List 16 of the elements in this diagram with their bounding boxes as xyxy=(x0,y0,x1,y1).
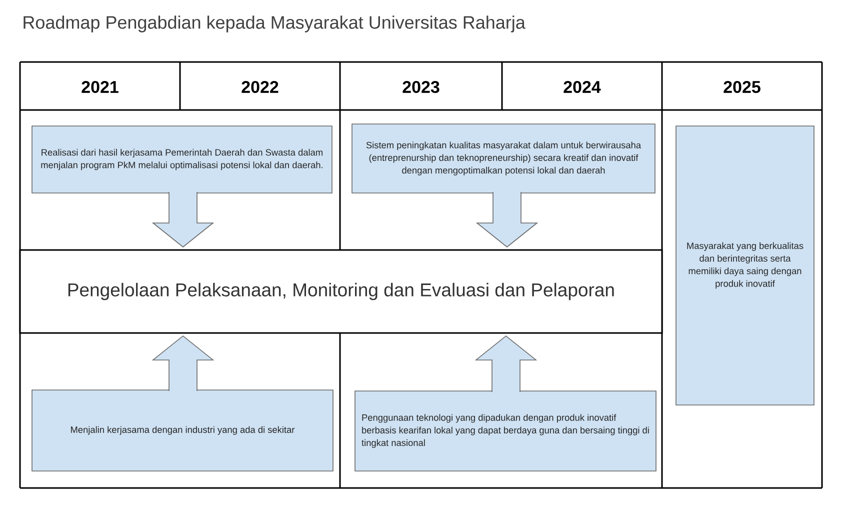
block-arrow xyxy=(474,335,538,392)
process-band: Pengelolaan Pelaksanaan, Monitoring dan Evaluasi dan Pelaporan xyxy=(19,249,663,334)
callout-box: Penggunaan teknologi yang dipadukan dengan produk inovatif berbasis kearifan lokal yang dapat berdaya guna dan bersaing tinggi di tingkat nasional xyxy=(354,390,656,472)
callout-box: Realisasi dari hasil kerjasama Pemerintah Daerah dan Swasta dalam menjalan program PkM melalui optimalisasi potensi lokal dan daerah. xyxy=(32,126,332,194)
callout-box: Sistem peningkatan kualitas masyarakat dalam untuk berwirausaha (entreprenurship dan teknopreneurship) secara kreatif dan inovatif dengan mengoptimalkan potensi lokal dan daerah xyxy=(352,124,656,194)
year-heading: 2024 xyxy=(564,80,601,94)
year-heading: 2021 xyxy=(82,80,118,94)
year-heading: 2023 xyxy=(402,80,440,94)
block-arrow xyxy=(152,192,214,248)
year-heading: 2022 xyxy=(242,80,278,94)
title: Roadmap Pengabdian kepada Masyarakat Universitas Raharja xyxy=(24,16,526,32)
callout-box: Masyarakat yang berkualitas dan berintegritas serta memiliki daya saing dengan produk inovatif xyxy=(676,126,814,406)
callout-box: Menjalin kerjasama dengan industri yang ada di sekitar xyxy=(32,390,334,472)
year-heading: 2025 xyxy=(724,80,760,94)
block-arrow xyxy=(476,192,538,248)
block-arrow xyxy=(152,335,214,392)
